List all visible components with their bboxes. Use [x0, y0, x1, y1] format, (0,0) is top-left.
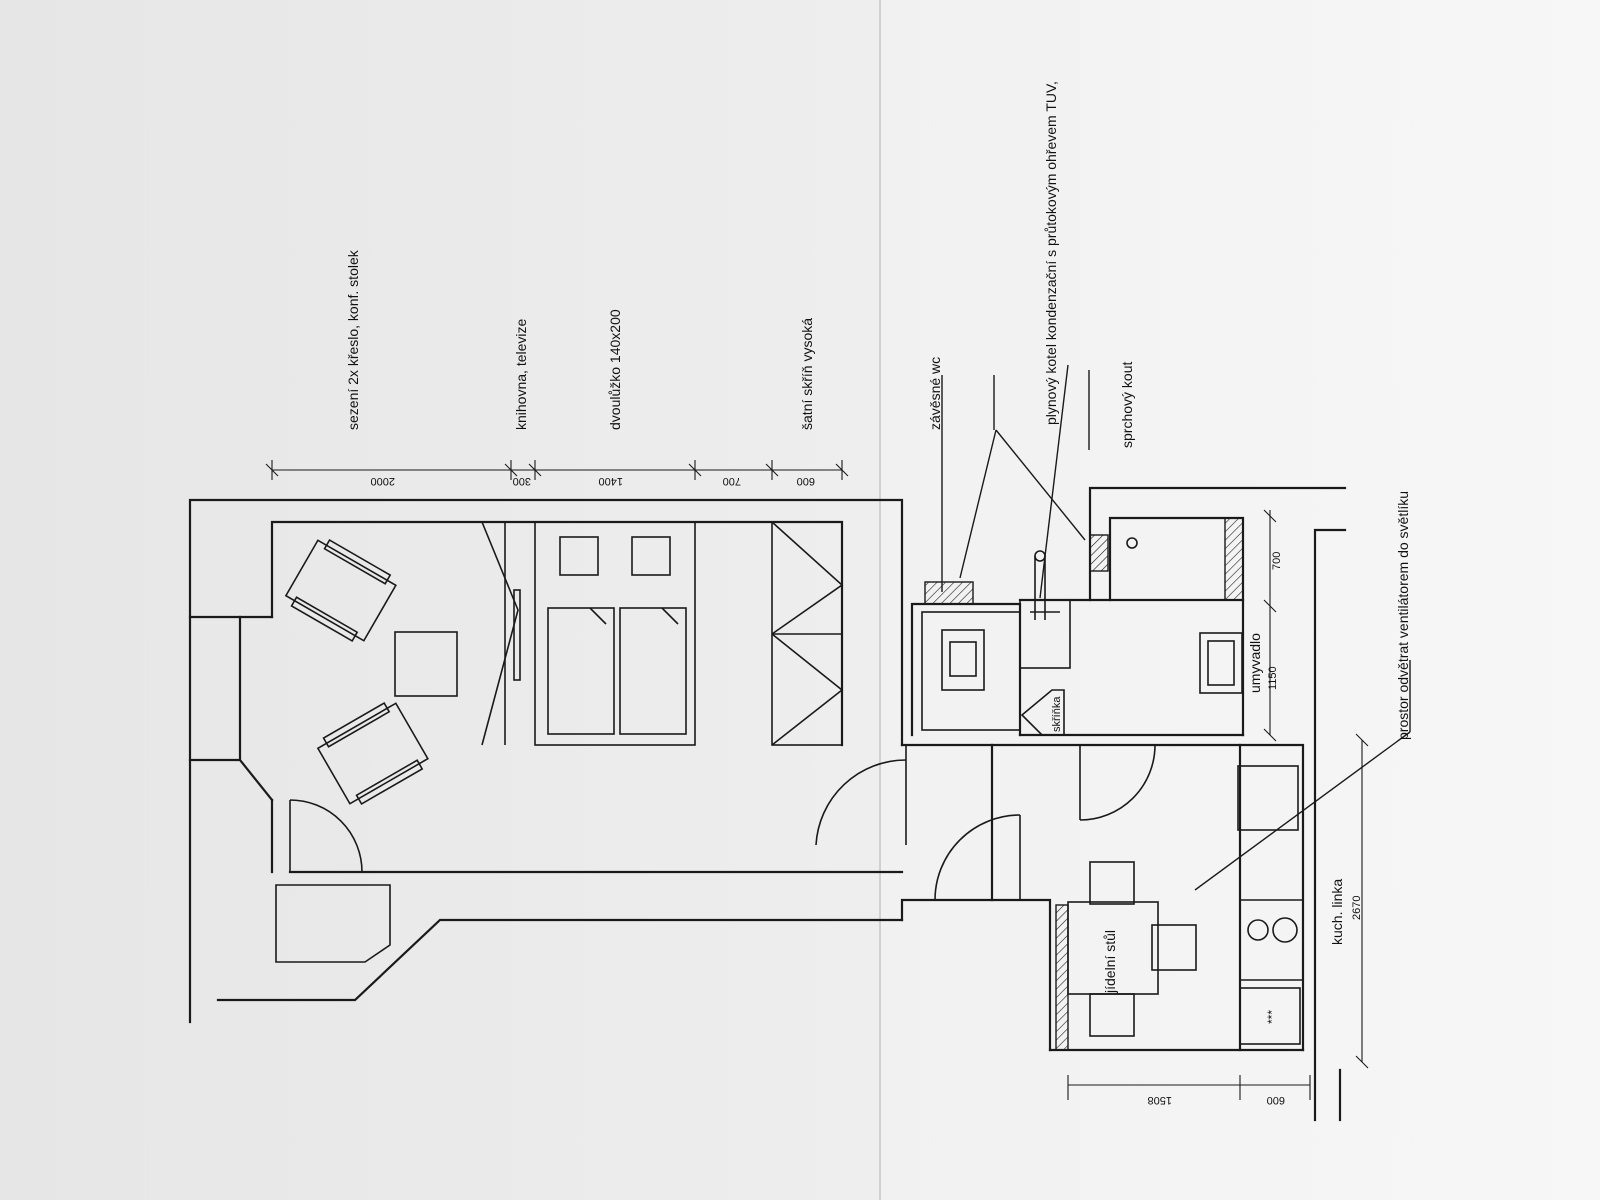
label-dining: jídelní stůl: [1102, 930, 1118, 994]
dim-700: 700: [723, 475, 741, 487]
kitchen-line: [1237, 765, 1303, 1045]
dim-2670: 2670: [1351, 896, 1363, 920]
label-washbasin: umyvadlo: [1247, 633, 1263, 693]
label-bed: dvoulůžko 140x200: [607, 309, 623, 430]
label-vent: prostor odvětrat ventilátorem do světlík…: [1395, 491, 1411, 740]
living-room-door: [289, 799, 363, 873]
label-seating: sezení 2x křeslo, konf. stolek: [345, 249, 361, 430]
dim-1508: 1508: [1148, 1094, 1172, 1106]
label-kitchen: kuch. linka: [1329, 879, 1345, 945]
label-shower: sprchový kout: [1119, 362, 1135, 448]
armchair-2: [316, 701, 429, 806]
label-cabinet: skříňka: [1051, 696, 1063, 732]
dim-300: 300: [513, 475, 531, 487]
dimension-bottom: [1067, 1075, 1311, 1100]
dimension-kitchen: [1355, 733, 1369, 1069]
dim-2000: 2000: [371, 475, 395, 487]
gas-boiler: [1019, 550, 1071, 669]
dim-1150: 1150: [1267, 666, 1279, 690]
armchair-1: [284, 538, 397, 643]
label-hob: ***: [1265, 1010, 1279, 1024]
label-boiler: plynový kotel kondenzační s průtokovým o…: [1043, 81, 1059, 425]
label-wardrobe: šatní skříň vysoká: [799, 318, 815, 430]
dim-700-shower: 700: [1271, 552, 1283, 570]
dim-1400: 1400: [599, 475, 623, 487]
coffee-table: [394, 631, 458, 697]
shower: [1126, 537, 1138, 549]
shower-hatch: [1089, 534, 1109, 572]
bath-door: [1079, 744, 1156, 821]
dimension-top: [265, 460, 849, 480]
kitchen-door: [934, 814, 1021, 901]
dimension-bath: [1263, 509, 1277, 742]
dining-wall-hatch: [1055, 904, 1069, 1051]
wall-hung-wc: [921, 611, 1021, 731]
dim-600-bottom: 600: [1267, 1094, 1285, 1106]
double-bed: [534, 521, 696, 746]
leader-lines: [941, 364, 1411, 891]
label-wc: závěsné wc: [927, 357, 943, 430]
dining-table: [1067, 861, 1197, 1037]
washbasin-hatch: [1224, 517, 1244, 601]
dim-ticks-top: [265, 460, 849, 480]
dim-600-top: 600: [797, 475, 815, 487]
cabinet: [1020, 689, 1065, 736]
bookshelf-tv: [481, 521, 521, 746]
paper-left: [0, 0, 880, 1200]
label-bookshelf: knihovna, televize: [513, 318, 529, 430]
wc-installation-hatch: [924, 581, 974, 605]
washbasin: [1199, 632, 1243, 694]
wardrobe: [771, 521, 844, 746]
hall-door: [815, 745, 907, 846]
